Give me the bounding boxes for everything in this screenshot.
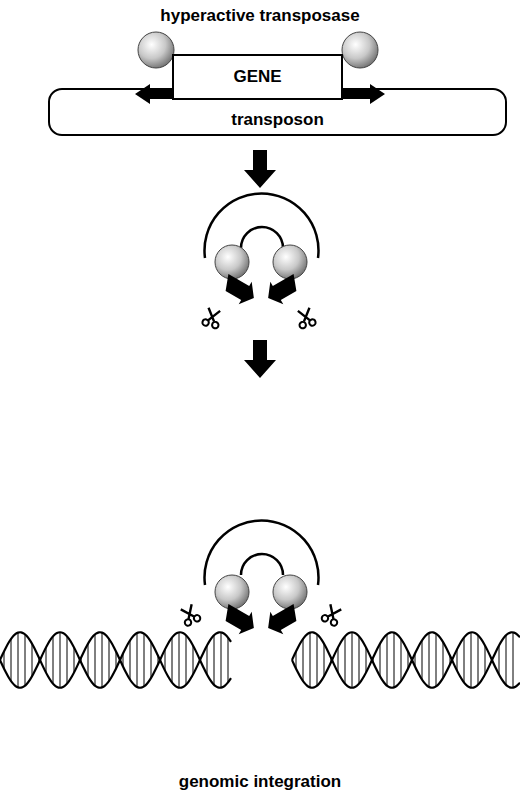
step-arrow — [244, 340, 276, 378]
inverted-repeat — [343, 84, 385, 104]
inverted-repeat — [135, 84, 172, 104]
base-pair — [193, 645, 194, 674]
base-pair — [158, 656, 159, 665]
base-pair — [123, 653, 124, 666]
base-pair — [485, 645, 486, 674]
base-pair — [214, 635, 215, 685]
node-label: GENE — [233, 67, 281, 87]
base-pair — [95, 634, 96, 686]
base-pair — [429, 633, 430, 687]
base-pair — [317, 634, 318, 686]
base-pair — [499, 645, 500, 674]
gene-box: GENE — [172, 54, 343, 100]
base-pair — [25, 634, 26, 686]
base-pair — [450, 656, 451, 665]
base-pair — [478, 635, 479, 685]
base-pair — [338, 647, 339, 672]
base-pair — [102, 632, 103, 687]
base-pair — [366, 647, 367, 672]
base-pair — [471, 632, 472, 688]
base-pair — [67, 636, 68, 684]
base-pair — [380, 644, 381, 677]
scissors — [179, 603, 202, 626]
base-pair — [408, 651, 409, 668]
base-pair — [179, 632, 180, 688]
dna-strand — [292, 632, 520, 687]
excised-transposon — [241, 227, 283, 248]
base-pair — [464, 637, 465, 682]
base-pair — [116, 651, 117, 668]
title: hyperactive transposase — [0, 6, 520, 26]
base-pair — [415, 653, 416, 666]
base-pair — [352, 632, 353, 688]
base-pair — [151, 642, 152, 678]
base-pair — [88, 644, 89, 677]
base-pair — [109, 639, 110, 682]
base-pair — [513, 632, 514, 688]
base-pair — [303, 639, 304, 682]
base-pair — [4, 651, 5, 668]
base-pair — [394, 632, 395, 687]
base-pair — [11, 639, 12, 682]
base-pair — [207, 645, 208, 674]
base-pair — [228, 637, 229, 682]
transposase — [215, 245, 249, 279]
inverted-repeat — [262, 600, 304, 640]
base-pair — [74, 647, 75, 672]
excised-transposon — [205, 520, 319, 585]
base-pair — [130, 640, 131, 680]
base-pair — [60, 632, 61, 688]
dna-strand — [292, 632, 520, 687]
step-arrow — [244, 150, 276, 188]
base-pair — [165, 649, 166, 670]
transposase — [138, 32, 174, 68]
base-pair — [296, 651, 297, 668]
base-pair — [137, 633, 138, 687]
inverted-repeat — [218, 270, 260, 310]
base-pair — [32, 644, 33, 677]
node-label: transposon — [231, 110, 324, 130]
transposase — [215, 575, 249, 609]
base-pair — [436, 633, 437, 686]
genomic-dna — [0, 632, 520, 688]
base-pair — [373, 658, 374, 662]
base-pair — [39, 658, 40, 662]
base-pair — [81, 658, 82, 662]
transposase — [273, 245, 307, 279]
transposase — [273, 575, 307, 609]
base-pair — [422, 640, 423, 680]
inverted-repeat — [262, 270, 304, 310]
scissors — [296, 307, 317, 329]
base-pair — [144, 633, 145, 686]
base-pair — [221, 632, 222, 688]
base-pair — [18, 632, 19, 687]
base-pair — [359, 636, 360, 684]
base-pair — [186, 635, 187, 685]
base-pair — [506, 635, 507, 685]
scissors — [321, 603, 344, 626]
base-pair — [310, 632, 311, 687]
base-pair — [443, 642, 444, 678]
base-pair — [172, 637, 173, 682]
dna-strand — [0, 632, 231, 687]
dna-strand — [0, 632, 231, 687]
caption: genomic integration — [0, 772, 520, 792]
excised-transposon — [241, 554, 283, 575]
base-pair — [324, 644, 325, 677]
base-pair — [46, 647, 47, 672]
base-pair — [401, 639, 402, 682]
base-pair — [331, 658, 332, 662]
base-pair — [53, 636, 54, 684]
base-pair — [387, 634, 388, 686]
base-pair — [457, 649, 458, 670]
base-pair — [345, 636, 346, 684]
scissors — [202, 307, 223, 329]
transposase — [342, 32, 378, 68]
